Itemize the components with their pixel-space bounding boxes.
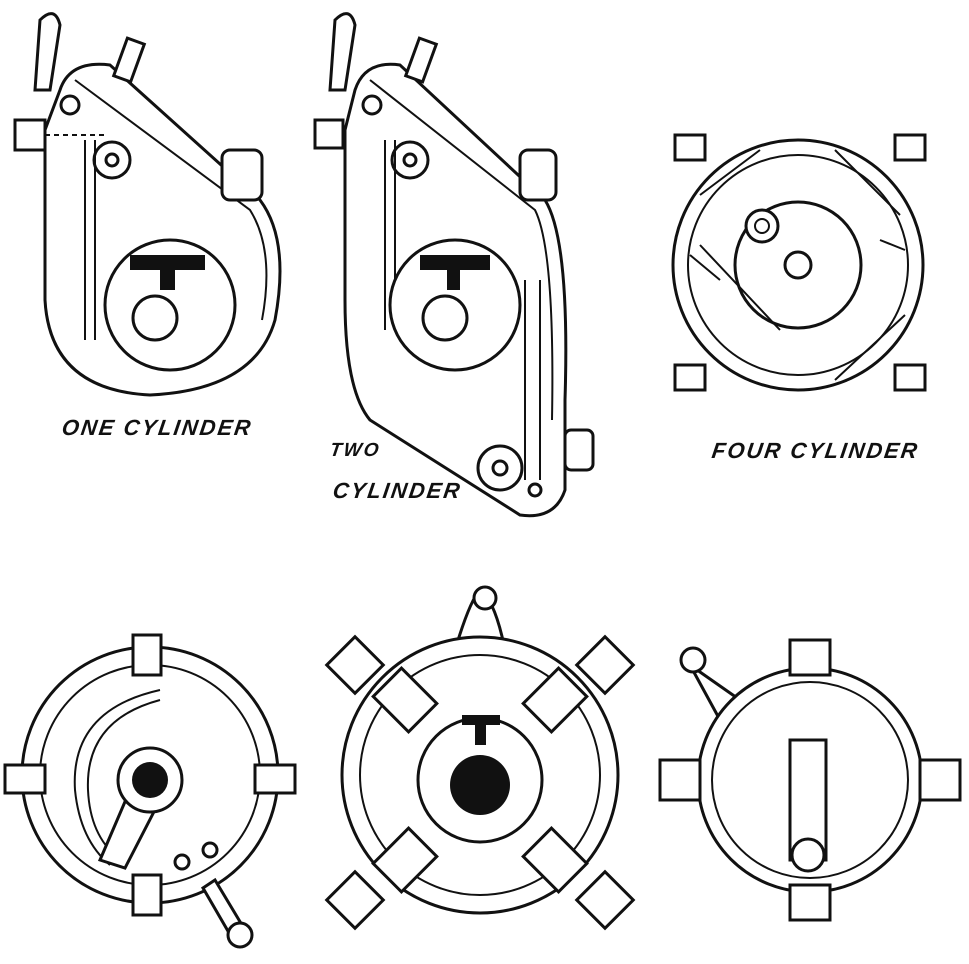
four-cylinder-timer bbox=[671, 133, 927, 392]
terminal-posts bbox=[673, 133, 927, 392]
timer-plate-left bbox=[3, 633, 297, 949]
timer-plate-center bbox=[324, 585, 636, 931]
one-cylinder-timer bbox=[13, 12, 282, 397]
label-two-cylinder-line1: TWO bbox=[328, 440, 382, 461]
label-two-cylinder-line2: CYLINDER bbox=[331, 478, 464, 503]
label-four-cylinder: FOUR CYLINDER bbox=[710, 438, 921, 463]
contact-brushes bbox=[324, 634, 636, 931]
label-one-cylinder: ONE CYLINDER bbox=[60, 415, 255, 440]
two-cylinder-timer bbox=[313, 12, 595, 518]
timer-plate-right bbox=[658, 638, 962, 922]
